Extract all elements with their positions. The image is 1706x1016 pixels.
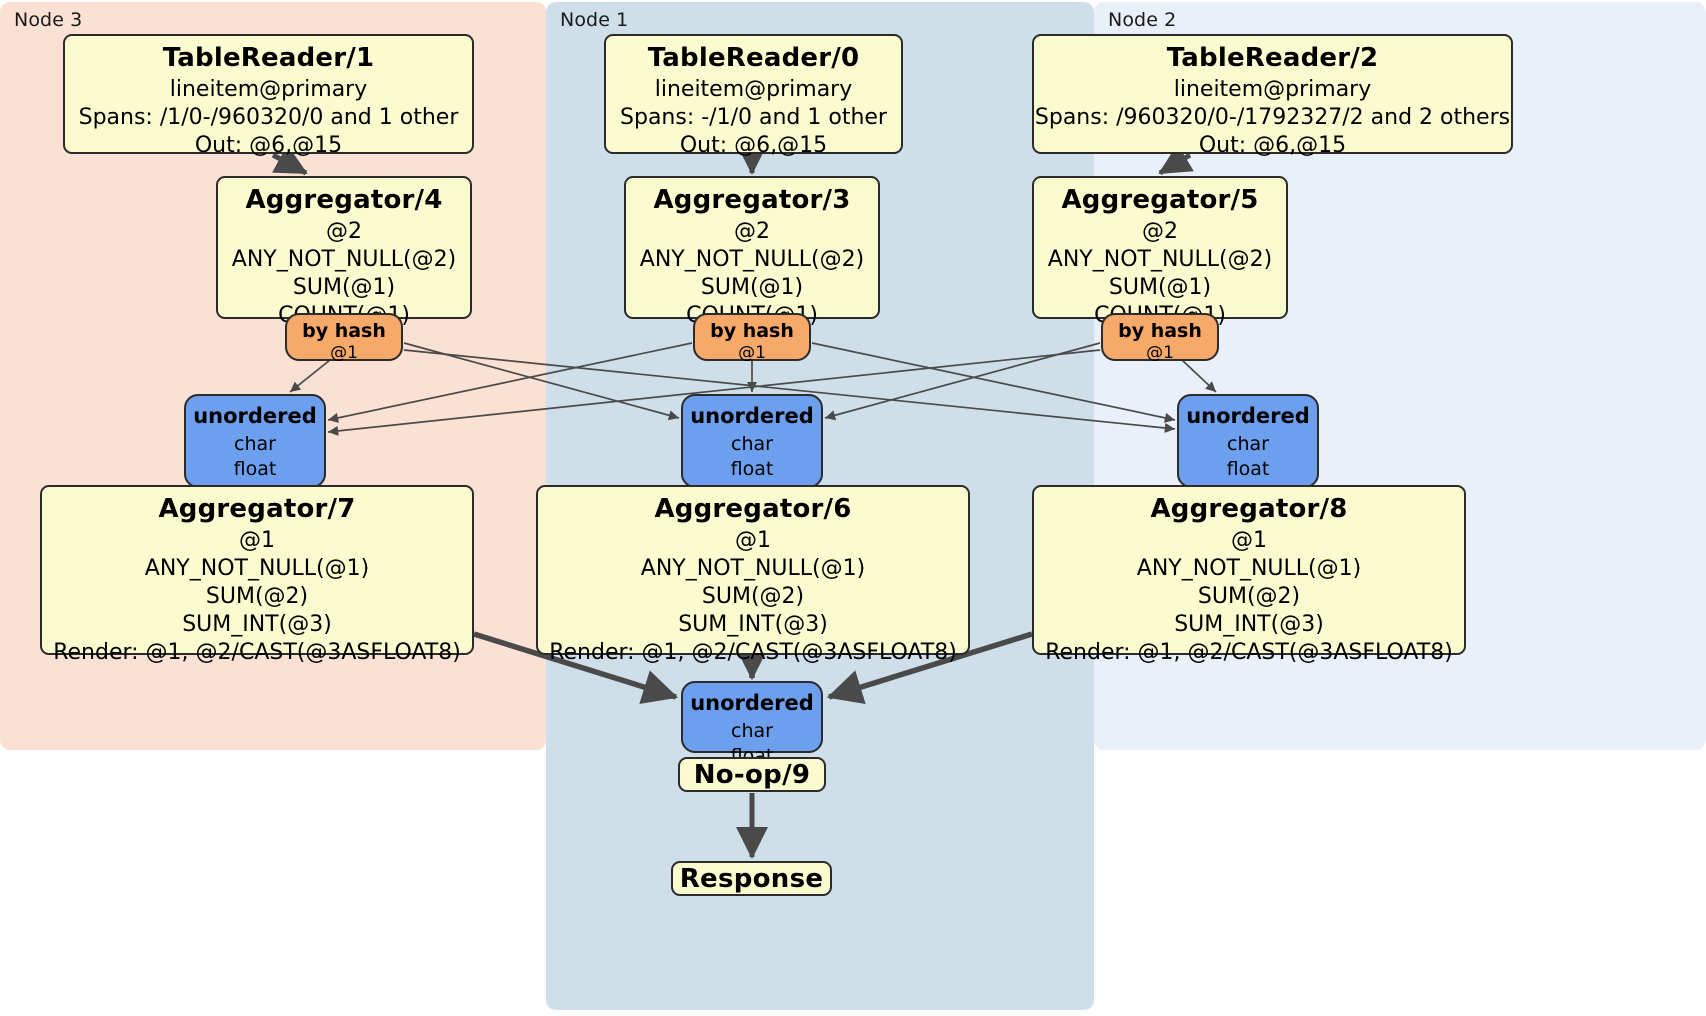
- processor-line: ANY_NOT_NULL(@1): [144, 555, 370, 581]
- processor-line: ANY_NOT_NULL(@2): [1047, 246, 1273, 272]
- processor-line: SUM(@2): [701, 583, 805, 609]
- processor-title: TableReader/1: [162, 43, 375, 73]
- processor-line: SUM_INT(@3): [1174, 611, 1324, 637]
- processor-title: Aggregator/8: [1150, 494, 1348, 524]
- synchronizer-unordered-final[interactable]: unordered char float: [681, 681, 823, 767]
- processor-response[interactable]: Response: [671, 861, 832, 896]
- processor-line: @2: [1142, 219, 1178, 245]
- processor-line: SUM(@1): [1108, 274, 1212, 300]
- router-by-hash-aggregator4[interactable]: by hash @1: [285, 313, 403, 364]
- router-line: @1: [330, 343, 358, 364]
- processor-line: Spans: /960320/0-/1792327/2 and 2 others: [1034, 104, 1511, 130]
- processor-line: SUM(@1): [700, 274, 804, 300]
- synchronizer-unordered-aggregator7[interactable]: unordered char float int: [184, 394, 326, 505]
- synchronizer-type: char: [731, 432, 773, 455]
- processor-title: TableReader/0: [647, 43, 860, 73]
- processor-line: ANY_NOT_NULL(@1): [1136, 555, 1362, 581]
- processor-line: ANY_NOT_NULL(@2): [639, 246, 865, 272]
- processor-title: Aggregator/5: [1061, 185, 1259, 215]
- router-by-hash-aggregator3[interactable]: by hash @1: [693, 313, 811, 364]
- processor-title: Aggregator/3: [653, 185, 851, 215]
- processor-aggregator-7[interactable]: Aggregator/7 @1 ANY_NOT_NULL(@1) SUM(@2)…: [40, 485, 474, 665]
- processor-line: ANY_NOT_NULL(@2): [231, 246, 457, 272]
- processor-line: @1: [239, 528, 275, 554]
- synchronizer-unordered-aggregator8[interactable]: unordered char float int: [1177, 394, 1319, 505]
- processor-line: @2: [734, 219, 770, 245]
- router-title: by hash: [710, 320, 794, 342]
- processor-render-line: Render: @1, @2/CAST(@3ASFLOAT8): [53, 639, 461, 665]
- synchronizer-type: float: [233, 458, 277, 481]
- processor-line: @1: [1231, 528, 1267, 554]
- processor-title: TableReader/2: [1166, 43, 1379, 73]
- processor-line: SUM_INT(@3): [678, 611, 828, 637]
- router-title: by hash: [302, 320, 386, 342]
- processor-line: SUM(@2): [205, 583, 309, 609]
- router-line: @1: [738, 343, 766, 364]
- synchronizer-type: float: [1226, 458, 1270, 481]
- router-title: by hash: [1118, 320, 1202, 342]
- processor-tablereader-2[interactable]: TableReader/2 lineitem@primary Spans: /9…: [1032, 34, 1513, 158]
- processor-line: Spans: -/1/0 and 1 other: [620, 104, 887, 130]
- processor-title: Aggregator/4: [245, 185, 443, 215]
- processor-line: SUM(@2): [1197, 583, 1301, 609]
- processor-noop-9[interactable]: No-op/9: [678, 757, 826, 792]
- processor-line: Out: @6,@15: [194, 132, 343, 158]
- synchronizer-type: char: [731, 719, 773, 742]
- synchronizer-title: unordered: [193, 404, 317, 428]
- processor-line: SUM(@1): [292, 274, 396, 300]
- synchronizer-unordered-aggregator6[interactable]: unordered char float int: [681, 394, 823, 505]
- node-panel-label-node1: Node 1: [560, 9, 629, 31]
- processor-tablereader-1[interactable]: TableReader/1 lineitem@primary Spans: /1…: [63, 34, 474, 158]
- processor-line: lineitem@primary: [1173, 77, 1372, 103]
- processor-title: No-op/9: [693, 759, 811, 790]
- processor-title: Response: [679, 863, 824, 894]
- synchronizer-title: unordered: [690, 691, 814, 715]
- processor-line: Out: @6,@15: [679, 132, 828, 158]
- processor-render-line: Render: @1, @2/CAST(@3ASFLOAT8): [549, 639, 957, 665]
- processor-line: SUM_INT(@3): [182, 611, 332, 637]
- processor-line: Out: @6,@15: [1198, 132, 1347, 158]
- processor-line: @1: [735, 528, 771, 554]
- processor-aggregator-6[interactable]: Aggregator/6 @1 ANY_NOT_NULL(@1) SUM(@2)…: [536, 485, 970, 665]
- processor-line: ANY_NOT_NULL(@1): [640, 555, 866, 581]
- processor-aggregator-3[interactable]: Aggregator/3 @2 ANY_NOT_NULL(@2) SUM(@1)…: [624, 176, 880, 328]
- processor-title: Aggregator/6: [654, 494, 852, 524]
- synchronizer-type: float: [730, 458, 774, 481]
- processor-tablereader-0[interactable]: TableReader/0 lineitem@primary Spans: -/…: [604, 34, 903, 158]
- router-by-hash-aggregator5[interactable]: by hash @1: [1101, 313, 1219, 364]
- processor-title: Aggregator/7: [158, 494, 356, 524]
- synchronizer-type: char: [1227, 432, 1269, 455]
- node-panel-label-node2: Node 2: [1108, 9, 1177, 31]
- node-panel-label-node3: Node 3: [14, 9, 83, 31]
- processor-line: lineitem@primary: [654, 77, 853, 103]
- synchronizer-type: char: [234, 432, 276, 455]
- synchronizer-title: unordered: [1186, 404, 1310, 428]
- processor-line: Spans: /1/0-/960320/0 and 1 other: [78, 104, 459, 130]
- processor-line: @2: [326, 219, 362, 245]
- synchronizer-title: unordered: [690, 404, 814, 428]
- processor-aggregator-8[interactable]: Aggregator/8 @1 ANY_NOT_NULL(@1) SUM(@2)…: [1032, 485, 1466, 665]
- processor-aggregator-5[interactable]: Aggregator/5 @2 ANY_NOT_NULL(@2) SUM(@1)…: [1032, 176, 1288, 328]
- router-line: @1: [1146, 343, 1174, 364]
- processor-render-line: Render: @1, @2/CAST(@3ASFLOAT8): [1045, 639, 1453, 665]
- processor-aggregator-4[interactable]: Aggregator/4 @2 ANY_NOT_NULL(@2) SUM(@1)…: [216, 176, 472, 328]
- processor-line: lineitem@primary: [169, 77, 368, 103]
